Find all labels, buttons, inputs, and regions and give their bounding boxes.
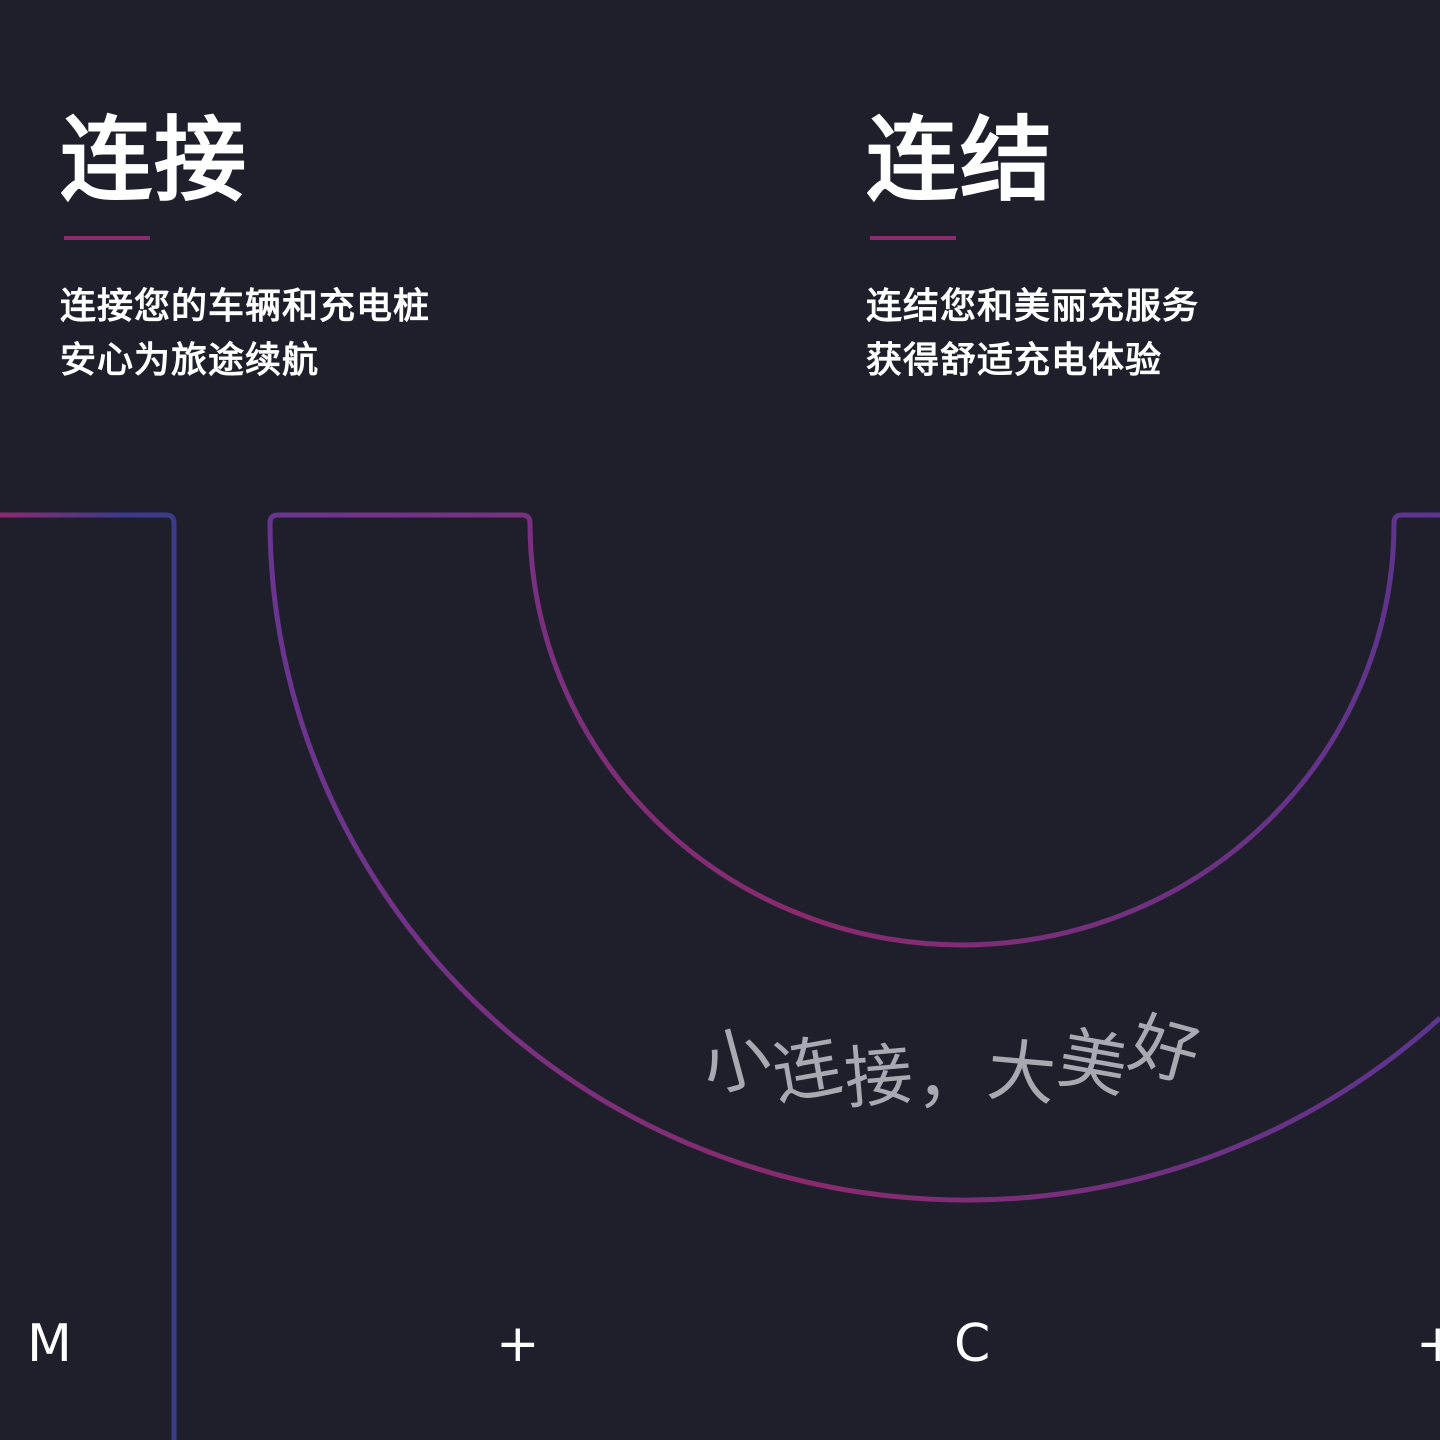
link-description-line: 获得舒适充电体验 <box>866 340 1163 382</box>
link-section: 连结 连结您和美丽充服务 获得舒适充电体验 <box>866 110 1199 388</box>
slogan-char: 接 <box>841 1034 920 1120</box>
link-description-line: 连结您和美丽充服务 <box>866 286 1200 328</box>
slogan-char: ， <box>916 1039 989 1118</box>
slogan-char: 好 <box>1121 1003 1212 1099</box>
left-bracket-line <box>0 512 177 1440</box>
slogan: 小连接，大美好 <box>693 1000 1211 1120</box>
link-title-underline <box>870 236 956 241</box>
slogan-char: 大 <box>984 1031 1063 1117</box>
connect-description: 连接您的车辆和充电桩 安心为旅途续航 <box>60 280 430 388</box>
bottom-mark-m: M <box>27 1314 72 1374</box>
bottom-mark-c: C <box>954 1314 991 1374</box>
bottom-mark-plus-right: + <box>1416 1314 1440 1374</box>
u-shape-line <box>267 512 1440 1203</box>
link-description: 连结您和美丽充服务 获得舒适充电体验 <box>866 280 1199 388</box>
connect-section: 连接 连接您的车辆和充电桩 安心为旅途续航 <box>60 110 430 388</box>
link-title: 连结 <box>866 107 1055 214</box>
connect-title-underline <box>64 236 150 241</box>
connect-title: 连接 <box>60 107 249 214</box>
bottom-mark-plus: + <box>496 1314 540 1374</box>
connect-description-line: 安心为旅途续航 <box>60 340 320 382</box>
slogan-text: 小连接，大美好 <box>693 1000 1211 1120</box>
connect-description-line: 连接您的车辆和充电桩 <box>60 286 431 328</box>
